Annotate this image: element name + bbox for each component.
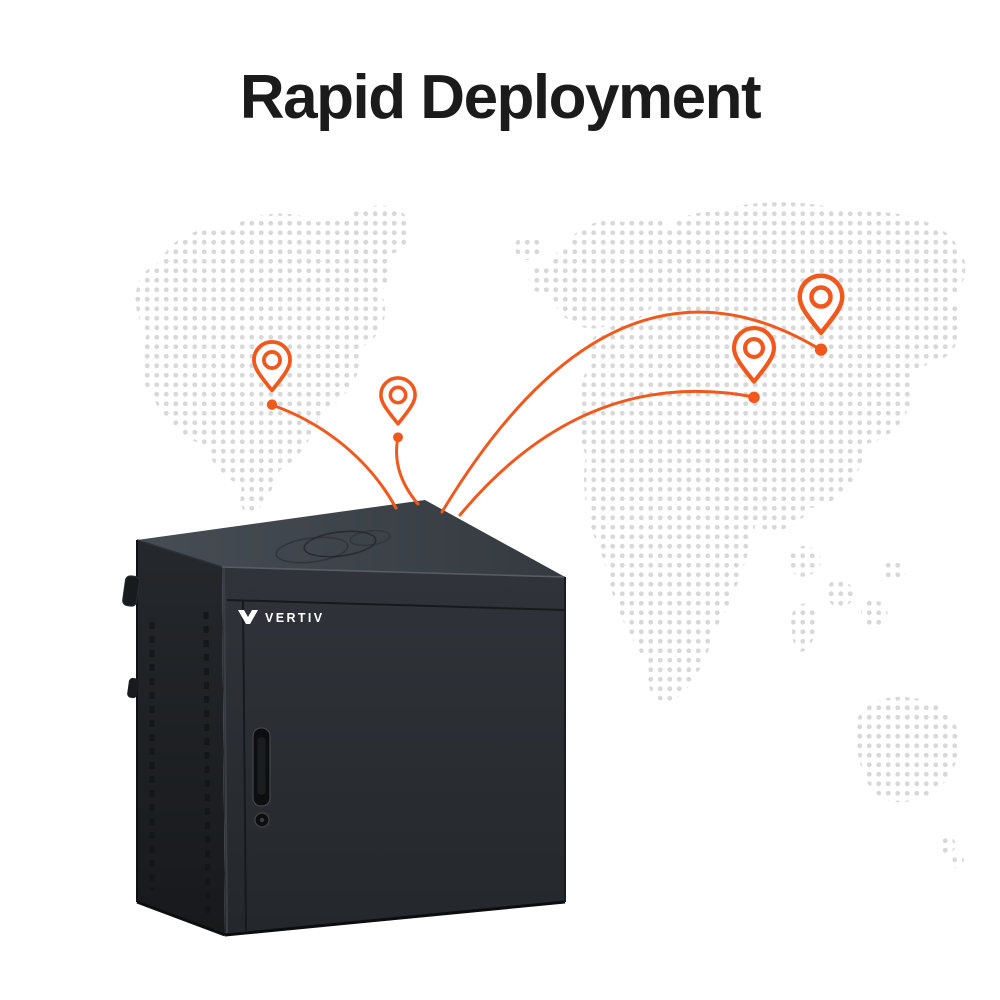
map-continent [861,599,888,628]
map-continent [775,411,819,485]
map-continent [791,603,817,652]
map-continent [343,205,409,256]
door-seams [226,599,566,933]
map-continent [827,579,854,608]
location-pin-icon [379,376,417,445]
cabinet-edges [136,539,566,937]
vertiv-logo-icon [238,610,258,624]
connection-line [458,389,756,517]
keyhole [254,812,270,828]
map-continent [789,545,821,577]
cabinet-front-face [222,567,565,935]
connection-line [395,435,420,506]
map-continent [515,234,543,261]
connection-line [440,310,823,514]
mount-clips [122,575,140,699]
map-continent [937,836,956,855]
map-continent [883,560,906,582]
server-cabinet: VERTIV [122,500,566,937]
side-vents [149,611,211,917]
door-handle [252,727,271,807]
cable-entry-knockouts [275,529,391,564]
cabinet-top-face [137,500,565,577]
connection-line [270,403,398,510]
vertiv-brand-text: VERTIV [265,611,325,625]
map-continent [854,696,960,803]
cabinet-side-face [137,540,225,935]
map-continent [951,854,965,868]
page-title: Rapid Deployment [239,63,762,132]
map-continent [929,305,963,361]
map-continent [654,202,966,531]
vertiv-logo: VERTIV [238,610,325,625]
map-continent [543,216,680,329]
connection-lines [270,310,823,517]
